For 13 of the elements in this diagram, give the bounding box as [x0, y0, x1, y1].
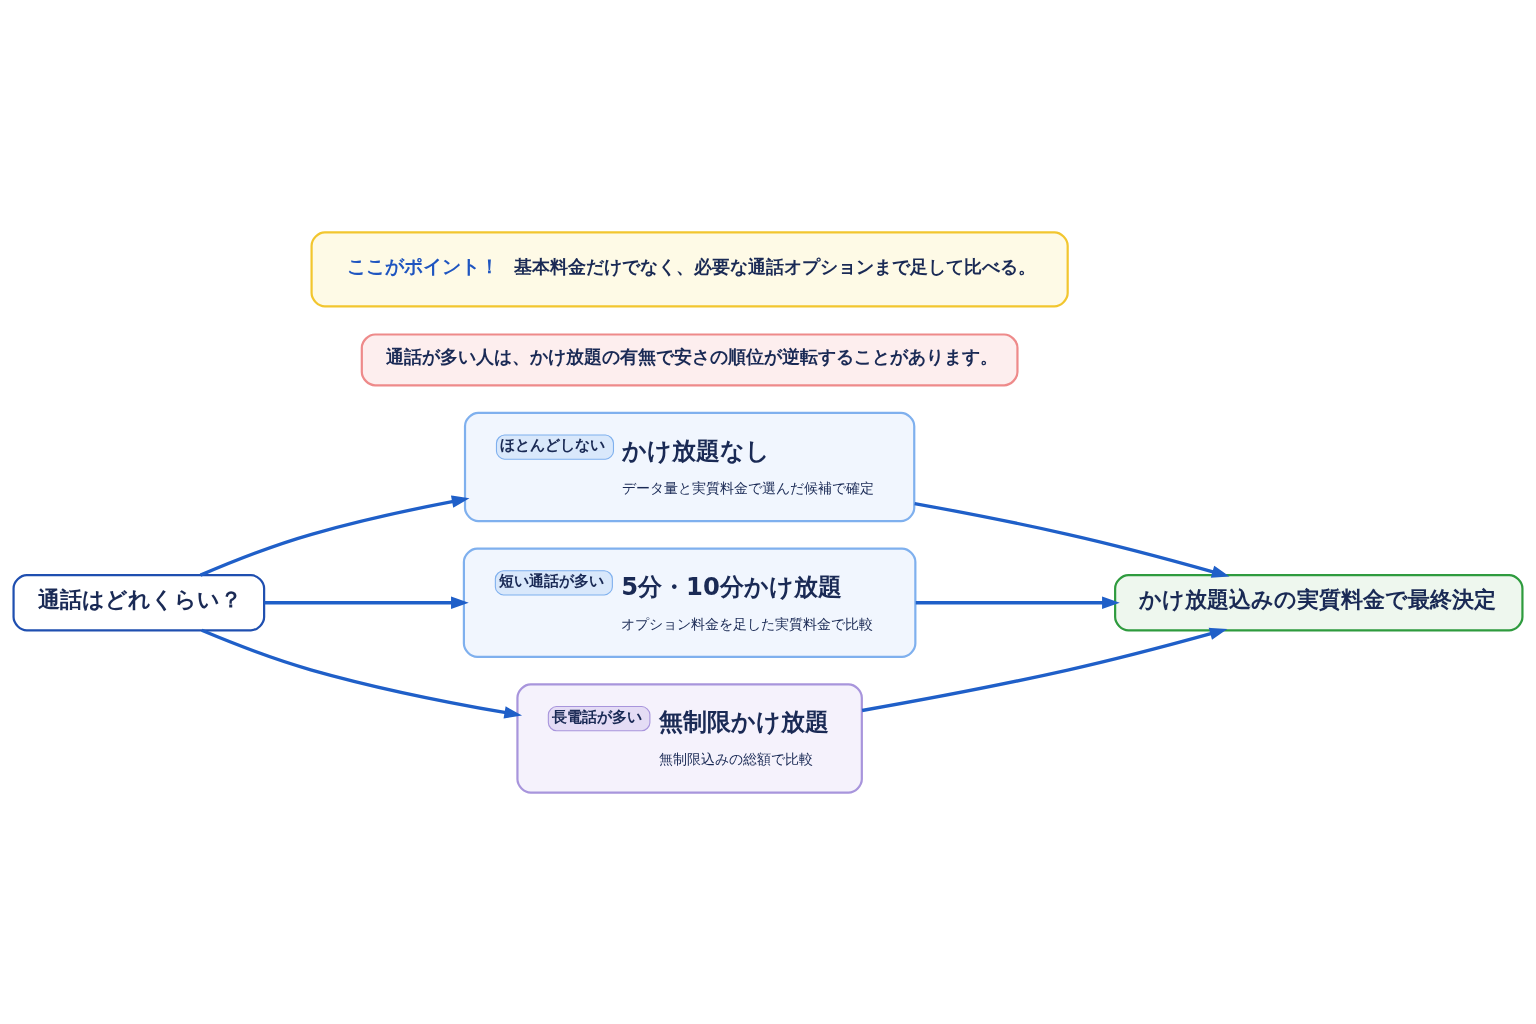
arrow: [915, 596, 1120, 609]
node-box: ここがポイント！ 基本料金だけでなく、必要な通話オプションまで足して比べる。: [310, 230, 1069, 307]
arrow: [861, 627, 1228, 712]
node-box: 短い通話が多い 5分・10分かけ放題 オプション料金を足した実質料金で比較: [462, 547, 917, 658]
arrow: [914, 501, 1230, 578]
node-box: 通話はどれくらい？: [12, 573, 266, 631]
node-box: かけ放題込みの実質料金で最終決定: [1114, 573, 1524, 631]
node-box: 長電話が多い 無制限かけ放題 無制限込みの総額で比較: [516, 682, 863, 794]
arrow: [201, 628, 523, 719]
node-box: ほとんどしない かけ放題なし データ量と実質料金で選んだ候補で確定: [463, 411, 916, 522]
arrow: [199, 495, 470, 577]
arrow: [264, 596, 469, 609]
node-box: 通話が多い人は、かけ放題の有無で安さの順位が逆転することがあります。: [360, 332, 1019, 386]
